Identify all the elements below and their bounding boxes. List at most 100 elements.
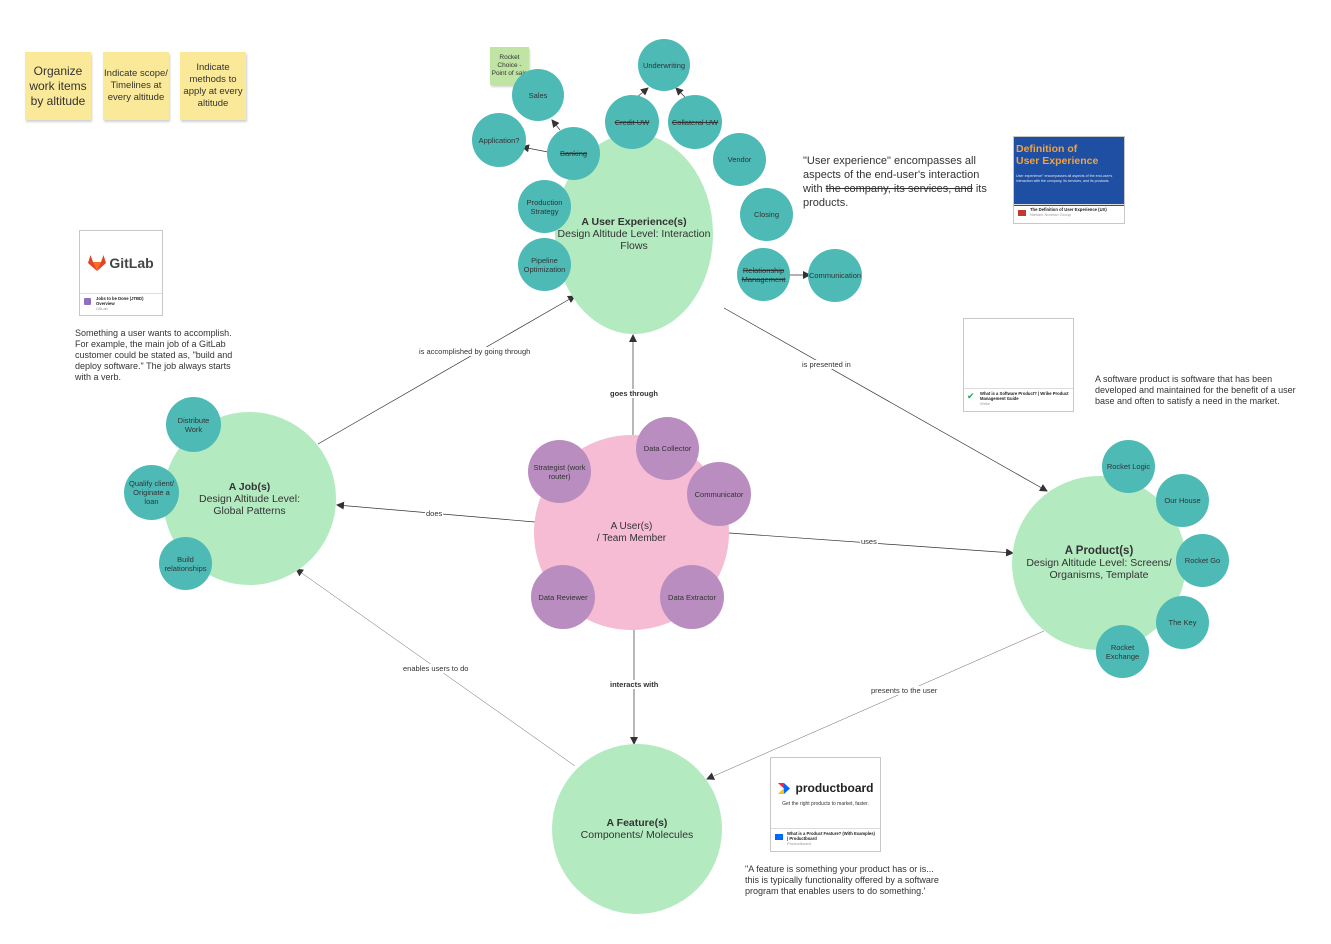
edge-job-to-ux — [317, 295, 576, 445]
node-label: Banking — [559, 149, 588, 158]
card-source: Productboard — [787, 841, 812, 846]
card-preview — [964, 319, 1073, 390]
node-label: Data Extractor — [668, 592, 716, 602]
node-title: A Feature(s) — [606, 817, 668, 829]
node-communicator[interactable]: Communicator — [687, 462, 751, 526]
node-rocket-logic[interactable]: Rocket Logic — [1102, 440, 1155, 493]
card-title: What is a Software Product? | Wrike Prod… — [980, 391, 1069, 401]
card-source: Wrike — [980, 401, 991, 406]
card-title: The Definition of User Experience (UX) — [1030, 207, 1107, 212]
node-production-strategy[interactable]: Production Strategy — [518, 180, 571, 233]
edge-banking-to-application — [521, 144, 549, 153]
node-label: Collateral UW — [671, 117, 719, 127]
node-underwriting[interactable]: Underwriting — [638, 39, 690, 91]
node-title: A Product(s) — [1064, 545, 1134, 557]
node-label: Rocket Go — [1184, 556, 1221, 565]
node-banking[interactable]: Banking — [547, 127, 600, 180]
card-preview: Definition of User Experience User exper… — [1014, 137, 1124, 206]
node-distribute-work[interactable]: Distribute Work — [166, 397, 221, 452]
node-label: Credit UW — [614, 117, 650, 127]
node-rocket-exchange[interactable]: Rocket Exchange — [1096, 625, 1149, 678]
card-preview: productboard Get the right products to m… — [771, 758, 880, 830]
link-card-ux-definition[interactable]: Definition of User Experience User exper… — [1013, 136, 1125, 224]
card-footer: ✔ What is a Software Product? | Wrike Pr… — [964, 388, 1073, 411]
node-vendor[interactable]: Vendor — [713, 133, 766, 186]
node-label: Sales — [528, 90, 548, 100]
feature-quote-note: "A feature is something your product has… — [745, 864, 939, 896]
node-label: Our House — [1164, 496, 1201, 505]
sticky-note-organize[interactable]: Organize work items by altitude — [25, 52, 91, 120]
node-label: Rocket Exchange — [1105, 642, 1140, 661]
node-data-extractor[interactable]: Data Extractor — [660, 565, 724, 629]
sticky-note-text: Rocket Choice - Point of sale — [491, 54, 528, 77]
node-build-relationships[interactable]: Build relationships — [159, 537, 212, 590]
node-our-house[interactable]: Our House — [1156, 474, 1209, 527]
node-label: Communicator — [694, 489, 744, 499]
link-card-wrike[interactable]: ✔ What is a Software Product? | Wrike Pr… — [963, 318, 1074, 412]
node-data-reviewer[interactable]: Data Reviewer — [531, 565, 595, 629]
card-preview: GitLab — [80, 231, 162, 294]
sticky-note-rocket-choice[interactable]: Rocket Choice - Point of sale — [490, 47, 529, 85]
node-feature[interactable]: A Feature(s)Components/ Molecules — [552, 744, 722, 914]
edge-label-accomplished: is accomplished by going through — [418, 347, 532, 356]
node-title: A User Experience(s) — [581, 216, 687, 228]
card-favicon-icon — [1018, 210, 1026, 216]
card-source: Nielsen Norman Group — [1030, 212, 1071, 217]
card-source: GitLab — [96, 306, 108, 311]
node-credit-uw[interactable]: Credit UW — [605, 95, 659, 149]
node-label: Communication — [808, 271, 862, 280]
node-label: Production Strategy — [526, 197, 563, 216]
node-sales[interactable]: Sales — [512, 69, 564, 121]
node-pipeline-optimization[interactable]: Pipeline Optimization — [518, 238, 571, 291]
node-the-key[interactable]: The Key — [1156, 596, 1209, 649]
card-hero-title: Definition of — [1016, 143, 1078, 155]
node-qualify-client[interactable]: Qualify client/ Originate a loan — [124, 465, 179, 520]
quote-text: its products. — [803, 183, 987, 209]
card-hero-title: User Experience — [1016, 155, 1099, 167]
node-relationship-management[interactable]: Relationship Management — [737, 248, 790, 301]
edge-ux-to-product — [723, 307, 1048, 492]
node-collateral-uw[interactable]: Collateral UW — [668, 95, 722, 149]
card-footer: The Definition of User Experience (UX) N… — [1014, 204, 1124, 223]
node-label: Data Reviewer — [538, 592, 588, 602]
card-footer: What is a Product Feature? (With Example… — [771, 828, 880, 851]
node-subtitle: / Team Member — [596, 532, 667, 544]
link-card-gitlab[interactable]: GitLab Jobs to be Done (JTBD) Overview G… — [79, 230, 163, 316]
sticky-note-methods[interactable]: Indicate methods to apply at every altit… — [180, 52, 246, 120]
node-label: Rocket Logic — [1106, 462, 1151, 471]
edge-label-uses: uses — [860, 537, 878, 546]
node-communication[interactable]: Communication — [808, 249, 862, 302]
checkmark-icon: ✔ — [967, 391, 975, 401]
link-card-productboard[interactable]: productboard Get the right products to m… — [770, 757, 881, 852]
node-data-collector[interactable]: Data Collector — [636, 417, 699, 480]
gitlab-logo-icon — [88, 254, 107, 271]
node-label: Application? — [478, 135, 520, 145]
sticky-note-text: Organize work items by altitude — [29, 63, 87, 108]
node-user-experience[interactable]: A User Experience(s)Design Altitude Leve… — [555, 134, 713, 334]
edge-banking-to-sales — [551, 119, 561, 131]
node-label: Relationship Management — [741, 265, 786, 284]
node-subtitle: Components/ Molecules — [580, 829, 694, 841]
node-closing[interactable]: Closing — [740, 188, 793, 241]
edge-collateral-to-underwriting — [675, 87, 686, 98]
edge-label-interacts-with: interacts with — [609, 680, 660, 689]
node-rocket-go[interactable]: Rocket Go — [1176, 534, 1229, 587]
sticky-note-scope[interactable]: Indicate scope/ Timelines at every altit… — [103, 52, 169, 120]
node-label: Distribute Work — [177, 415, 210, 434]
sticky-note-text: Indicate scope/ Timelines at every altit… — [104, 68, 168, 103]
jtbd-note: Something a user wants to accomplish. Fo… — [75, 328, 233, 382]
node-label: Build relationships — [164, 554, 207, 573]
card-tagline: Get the right products to market, faster… — [782, 801, 869, 807]
node-subtitle: Design Altitude Level: Global Patterns — [199, 492, 300, 517]
node-label: The Key — [1168, 618, 1197, 627]
productboard-logo-icon — [777, 782, 790, 794]
node-application[interactable]: Application? — [472, 113, 526, 167]
software-product-note: A software product is software that has … — [1095, 374, 1296, 406]
node-label: Vendor — [727, 155, 752, 164]
productboard-logo-text: productboard — [795, 781, 874, 795]
gitlab-logo-text: GitLab — [109, 254, 154, 271]
node-strategist[interactable]: Strategist (work router) — [528, 440, 591, 503]
card-title: What is a Product Feature? (With Example… — [787, 831, 875, 841]
edge-label-does: does — [425, 509, 444, 518]
